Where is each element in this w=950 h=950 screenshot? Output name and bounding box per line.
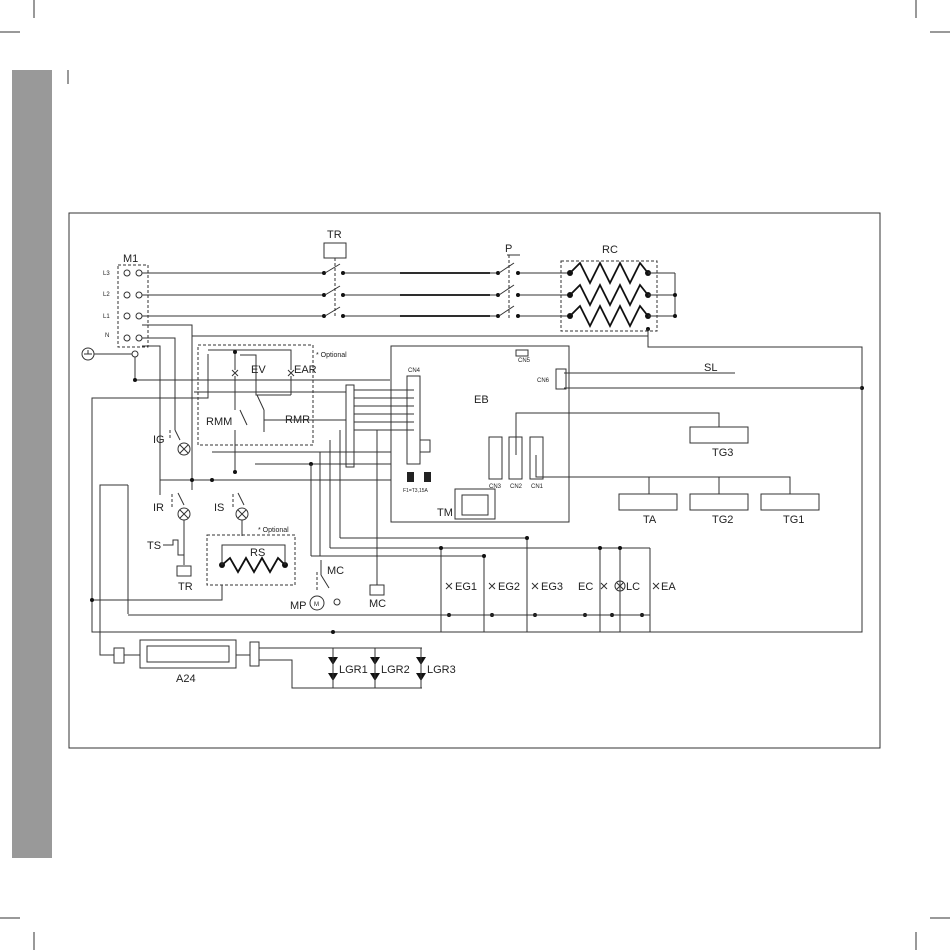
rs-label: RS: [250, 547, 265, 559]
control-wiring: [160, 452, 391, 556]
rc-label: RC: [602, 244, 618, 256]
cn6-label: CN6: [537, 378, 550, 384]
ear-label: EAR: [294, 364, 317, 376]
lgr1-label: LGR1: [339, 664, 368, 676]
ta-label: TA: [643, 514, 657, 526]
tr-top-label: TR: [327, 229, 342, 241]
mc-switch-label: MC: [327, 565, 344, 577]
fuse-label: F1=T3,15A: [403, 488, 429, 494]
p-switch: [496, 255, 520, 318]
ev-label: EV: [251, 364, 266, 376]
is-label: IS: [214, 502, 224, 514]
tg2-label: TG2: [712, 514, 733, 526]
ig-label: IG: [153, 434, 165, 446]
ec-label: EC: [578, 581, 593, 593]
cn5-label: CN5: [518, 358, 531, 364]
power-lines: [142, 273, 570, 316]
l3-label: L3: [103, 271, 110, 277]
sensor-row: [536, 455, 819, 510]
ir-label: IR: [153, 502, 164, 514]
tm-label: TM: [437, 507, 453, 519]
rmm-label: RMM: [206, 416, 232, 428]
tr-contactor: [322, 243, 346, 318]
ground-symbol: [82, 348, 132, 360]
ig-switch: [170, 430, 190, 455]
lgr2-label: LGR2: [381, 664, 410, 676]
optional-label-2: * Optional: [258, 527, 289, 534]
lgr3-label: LGR3: [427, 664, 456, 676]
l1-label: L1: [103, 314, 110, 320]
lc-label: LC: [626, 581, 640, 593]
eg1-label: EG1: [455, 581, 477, 593]
cn4-label: CN4: [408, 368, 421, 374]
m1-terminal-block: [118, 265, 148, 357]
m1-label: M1: [123, 253, 138, 265]
optional-label-1: * Optional: [316, 352, 347, 359]
ea-label: EA: [661, 581, 676, 593]
mp-label: MP: [290, 600, 307, 612]
tg1-label: TG1: [783, 514, 804, 526]
mc-box-label: MC: [369, 598, 386, 610]
cn3-label: CN3: [489, 484, 502, 490]
sl-label: SL: [704, 362, 717, 374]
l2-label: L2: [103, 292, 110, 298]
eg3-label: EG3: [541, 581, 563, 593]
ts-label: TS: [147, 540, 161, 552]
n-label: N: [105, 333, 109, 339]
tr-bottom-label: TR: [178, 581, 193, 593]
a24-label: A24: [176, 673, 196, 685]
p-label: P: [505, 243, 512, 255]
eb-label: EB: [474, 394, 489, 406]
eg2-label: EG2: [498, 581, 520, 593]
cn2-label: CN2: [510, 484, 523, 490]
tg3-label: TG3: [712, 447, 733, 459]
svg-text:M: M: [314, 602, 319, 608]
cn1-label: CN1: [531, 484, 544, 490]
ir-is-switches: [172, 493, 248, 565]
